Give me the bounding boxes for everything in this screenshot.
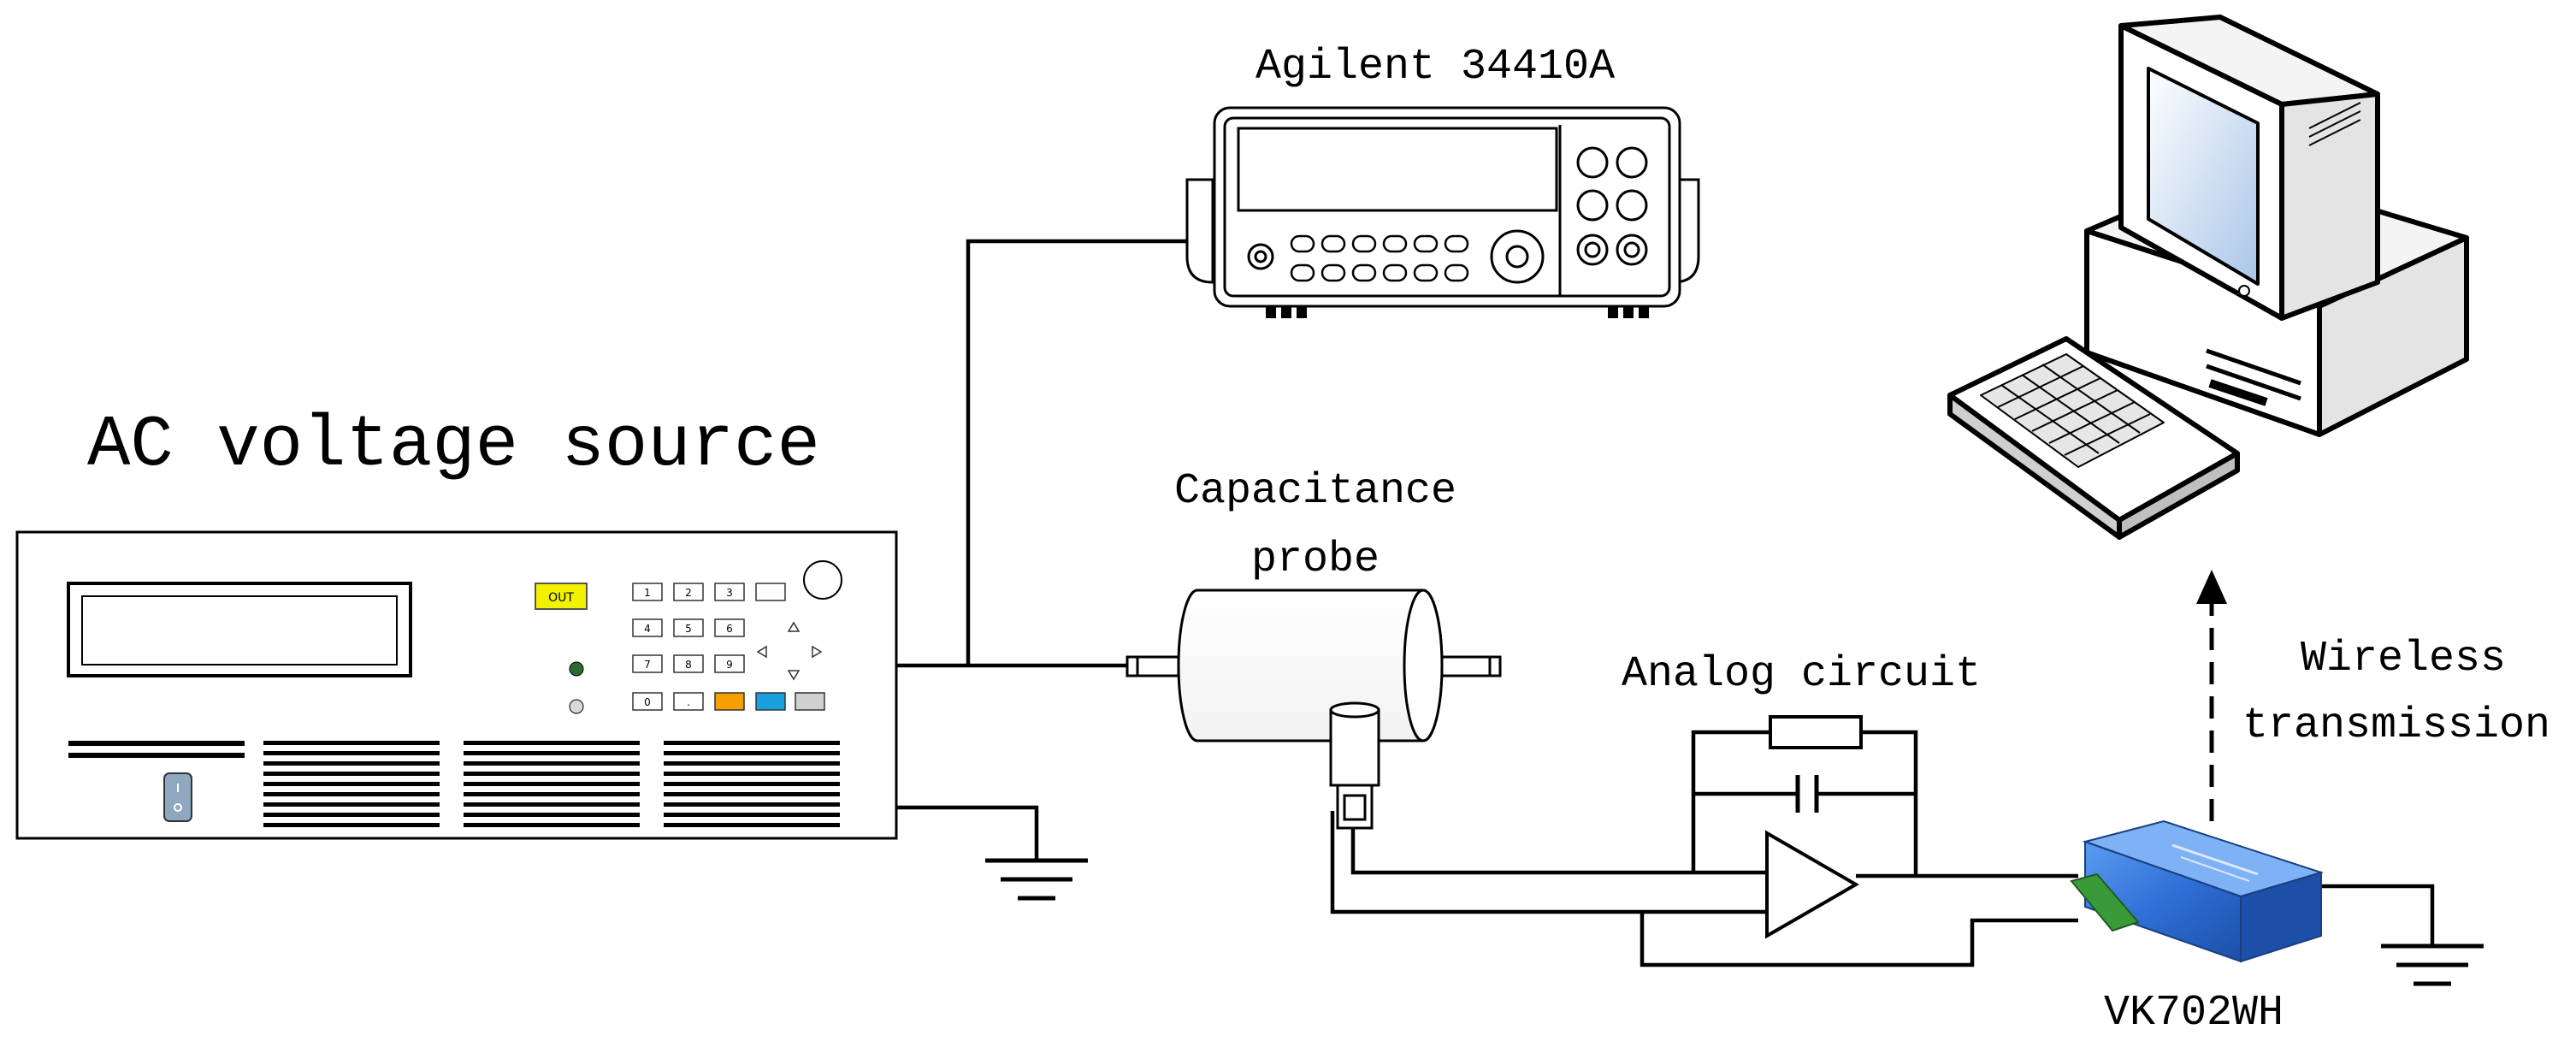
keypad: 1 2 3 4 5 6 7 8 9 0 . [632, 583, 825, 711]
source-knob [803, 560, 842, 600]
key-label: 6 [726, 623, 733, 635]
wireless-label-line1: Wireless [2300, 635, 2507, 683]
out-button [535, 583, 588, 610]
probe-label-line2: probe [1250, 535, 1380, 584]
source-vents [68, 741, 840, 827]
wiring [896, 239, 2435, 967]
blue-key [755, 692, 786, 711]
multimeter [1185, 106, 1700, 318]
daq-label: VK702WH [2104, 989, 2284, 1038]
multimeter-label: Agilent 34410A [1256, 43, 1616, 92]
ac-voltage-source: OUT 1 2 3 4 5 6 7 8 9 0 [15, 530, 898, 840]
wireless-label-line2: transmission [2242, 701, 2551, 750]
status-led [569, 661, 584, 677]
key-label: . [687, 696, 690, 708]
key-label: 4 [644, 623, 651, 635]
key-label: 7 [644, 659, 651, 671]
status-led-off [569, 699, 584, 714]
arrow-pad [756, 621, 823, 681]
monitor-screen [2147, 67, 2260, 286]
computer [1947, 15, 2469, 540]
op-amp [1765, 830, 1860, 939]
ground-symbol-source [985, 858, 1088, 901]
daq-terminal-block [2070, 873, 2140, 932]
probe-label-line1: Capacitance [1173, 467, 1457, 516]
wireless-arrow [2196, 570, 2227, 821]
ac-voltage-source-label: AC voltage source [87, 405, 820, 487]
key-label: 5 [685, 623, 692, 635]
ground-symbol-daq [2381, 944, 2484, 986]
feedback-resistor [1769, 715, 1863, 749]
key-label: 9 [726, 659, 733, 671]
analog-circuit-label: Analog circuit [1622, 650, 1982, 699]
power-switch [163, 772, 192, 822]
key-label: 0 [644, 696, 651, 708]
feedback-capacitor [1795, 775, 1819, 813]
orange-key [714, 692, 745, 711]
key-label: 2 [685, 587, 692, 599]
key-label: 3 [726, 587, 733, 599]
multimeter-display [1237, 127, 1558, 212]
key-label: 8 [685, 659, 692, 671]
daq-module [2070, 819, 2325, 963]
gray-key [795, 692, 825, 711]
key-label: 1 [644, 587, 651, 599]
out-button-label: OUT [548, 591, 574, 605]
capacitance-probe [1126, 589, 1502, 830]
